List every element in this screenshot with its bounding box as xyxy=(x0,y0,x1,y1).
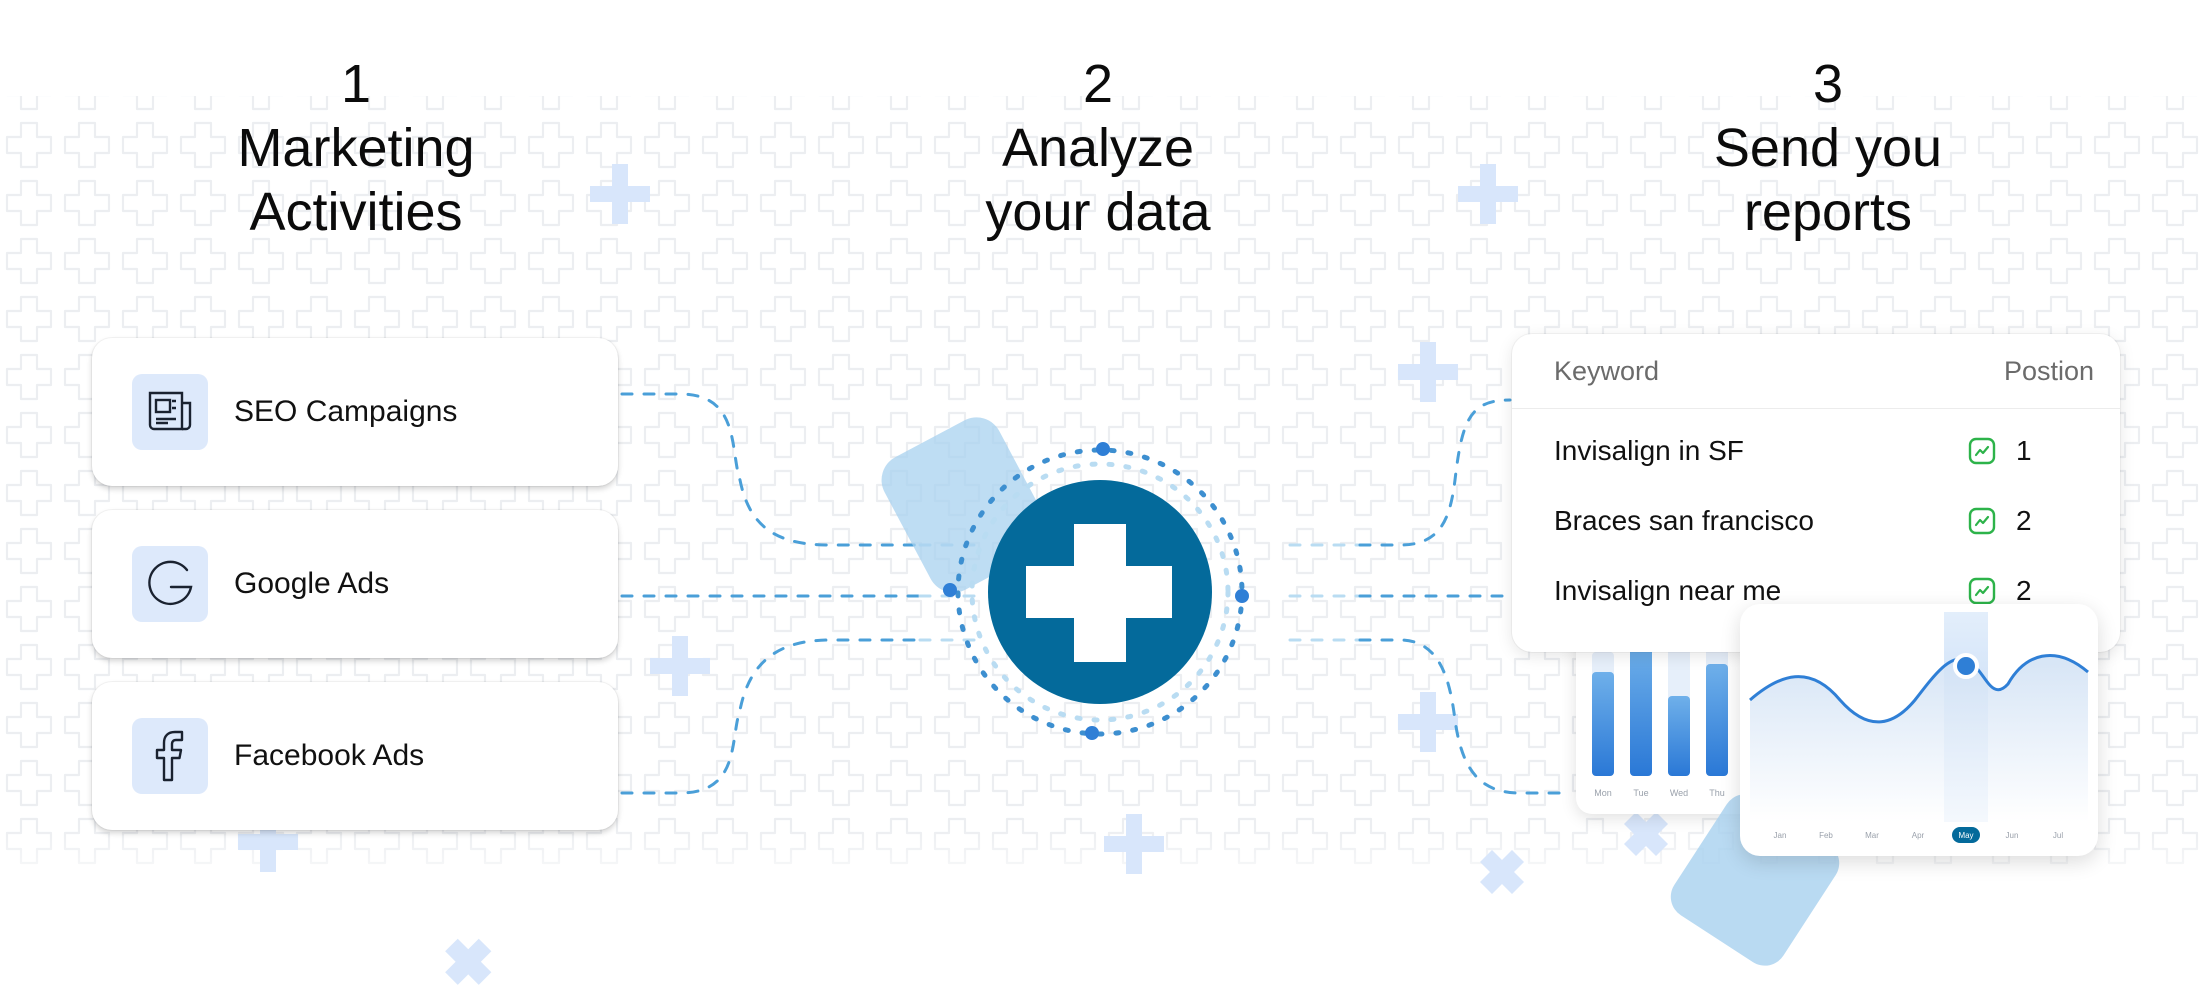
newspaper-icon xyxy=(132,374,208,450)
trend-up-icon xyxy=(1968,577,1996,605)
step-title-line: Analyze xyxy=(1001,118,1195,178)
month-label: Mar xyxy=(1865,831,1879,840)
table-row: Braces san francisco 2 xyxy=(1554,505,2090,545)
decor-crosses xyxy=(238,164,1518,874)
decor-x-marks xyxy=(445,812,1668,985)
position-cell: 2 xyxy=(2016,505,2032,536)
bar-chart: Mon Tue Wed Thu xyxy=(1592,628,1728,798)
line-chart: Jan Feb Mar Apr May Jun Jul xyxy=(1749,612,2089,843)
bar-day-label: Wed xyxy=(1670,788,1688,798)
activity-label: Google Ads xyxy=(234,567,390,600)
trend-up-icon xyxy=(1968,437,1996,465)
step-1-heading: 1 Marketing Activities xyxy=(126,52,586,244)
line-chart-card: Jan Feb Mar Apr May Jun Jul xyxy=(1740,604,2098,856)
activity-label: SEO Campaigns xyxy=(234,395,458,428)
month-label: Feb xyxy=(1819,831,1833,840)
activity-card-seo[interactable]: SEO Campaigns xyxy=(92,338,618,486)
column-header-position: Postion xyxy=(2003,356,2094,386)
series-line xyxy=(1749,654,2089,724)
keyword-cell: Invisalign near me xyxy=(1554,575,1782,606)
bar-day-label: Tue xyxy=(1633,788,1648,798)
step-title-line: Send you xyxy=(1713,118,1943,178)
position-cell: 2 xyxy=(2016,575,2032,606)
keyword-report-table: Keyword Postion Invisalign in SF 1 Brace… xyxy=(1512,334,2120,652)
activity-label: Facebook Ads xyxy=(234,739,425,772)
step-number: 2 xyxy=(1082,54,1114,114)
step-title-line: Activities xyxy=(249,182,463,242)
table-divider xyxy=(1512,408,2120,409)
keyword-cell: Invisalign in SF xyxy=(1554,435,1744,466)
month-label: Apr xyxy=(1912,831,1925,840)
keyword-cell: Braces san francisco xyxy=(1554,505,1814,536)
bar-day-label: Thu xyxy=(1709,788,1725,798)
highlight-point xyxy=(1953,653,1979,679)
activity-card-google-ads[interactable]: Google Ads xyxy=(92,510,618,658)
activity-card-facebook-ads[interactable]: Facebook Ads xyxy=(92,682,618,830)
step-number: 1 xyxy=(340,54,372,114)
month-label: Jul xyxy=(2053,831,2063,840)
google-icon xyxy=(132,546,208,622)
bar-day-label: Mon xyxy=(1594,788,1612,798)
central-analysis-graphic xyxy=(881,417,1249,740)
step-title-line: reports xyxy=(1743,182,1913,242)
table-row: Invisalign in SF 1 xyxy=(1554,435,2090,475)
step-title-line: Marketing xyxy=(237,118,475,178)
position-cell: 1 xyxy=(2016,435,2032,466)
column-header-keyword: Keyword xyxy=(1554,356,1660,386)
table-row: Invisalign near me 2 xyxy=(1554,575,2090,615)
month-label: Jan xyxy=(1774,831,1787,840)
trend-up-icon xyxy=(1968,507,1996,535)
step-3-heading: 3 Send you reports xyxy=(1598,52,2058,244)
step-number: 3 xyxy=(1812,54,1844,114)
table-header: Keyword Postion xyxy=(1554,356,2094,406)
step-2-heading: 2 Analyze your data xyxy=(868,52,1328,244)
step-title-line: your data xyxy=(985,182,1211,242)
month-label-selected: May xyxy=(1958,831,1973,840)
month-label: Jun xyxy=(2006,831,2019,840)
facebook-icon xyxy=(132,718,208,794)
